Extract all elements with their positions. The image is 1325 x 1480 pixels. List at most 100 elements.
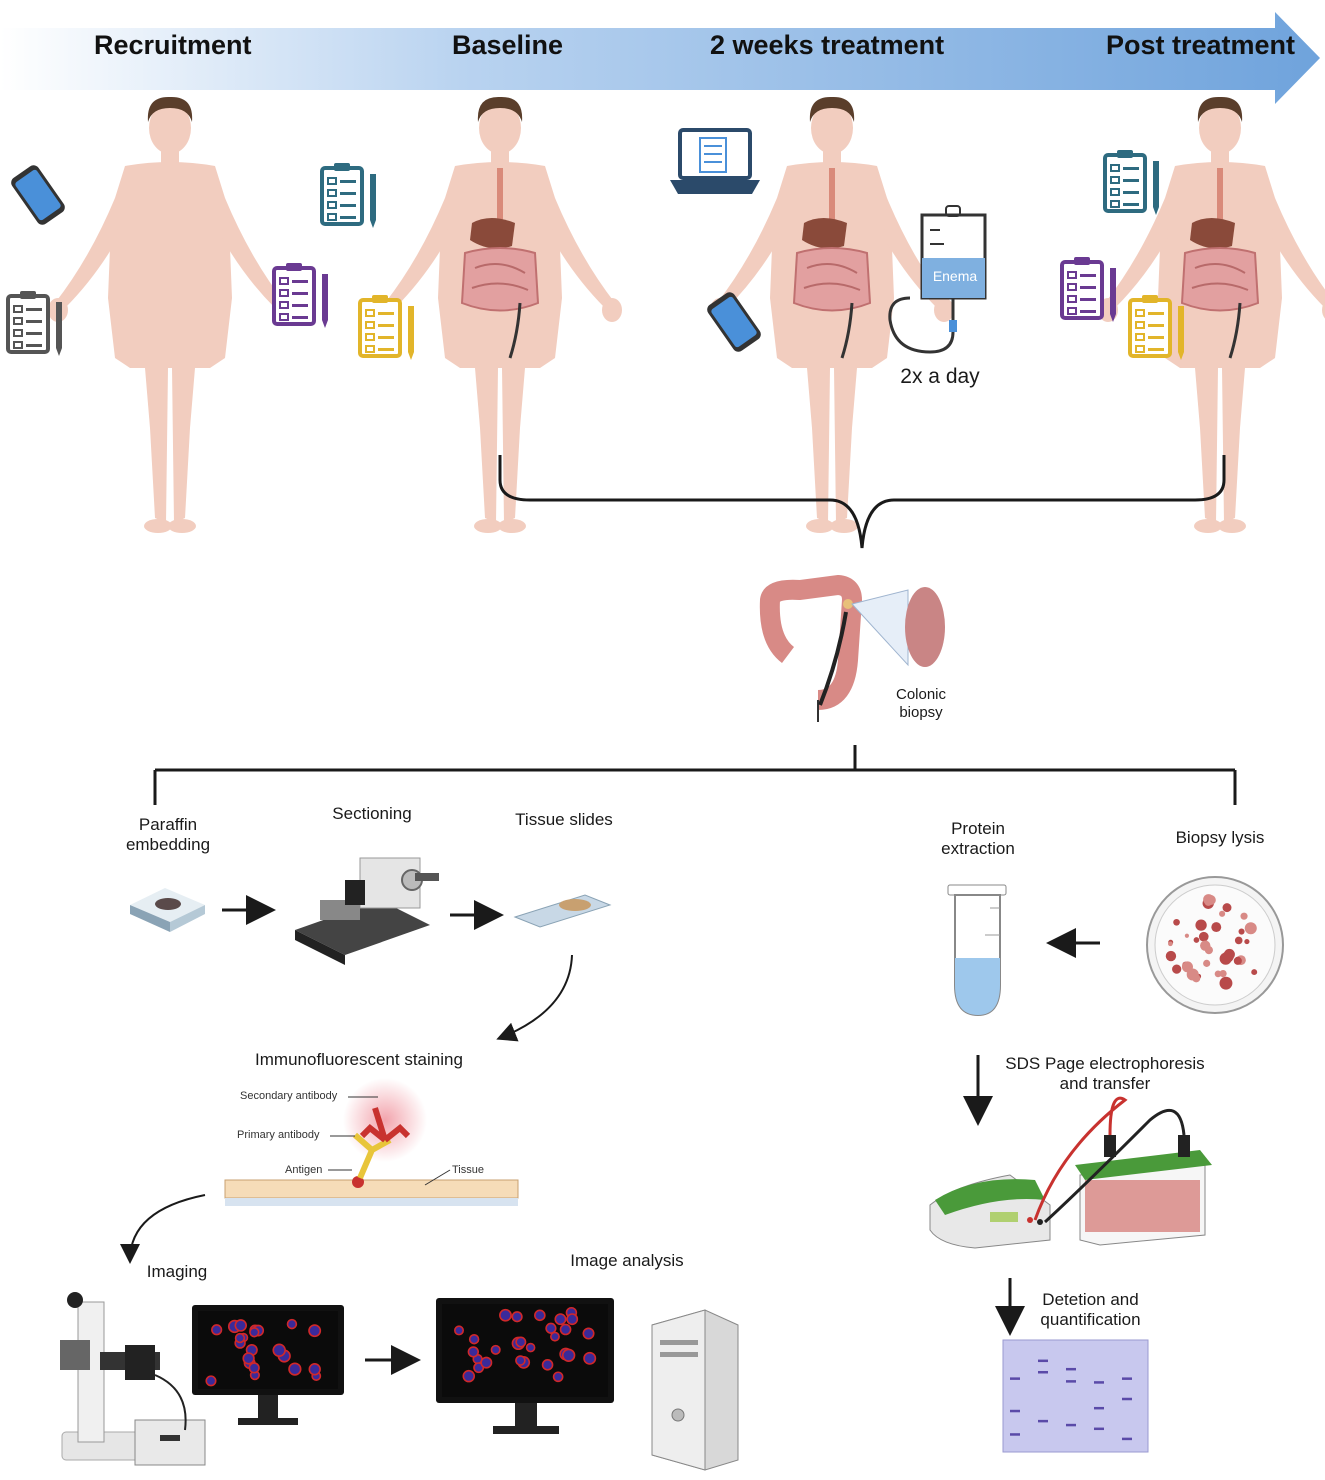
cell <box>453 1325 465 1336</box>
cell <box>550 1331 560 1342</box>
cell <box>308 1324 322 1338</box>
tissue-clump <box>1195 919 1207 931</box>
sectioning-label: Sectioning <box>332 804 412 823</box>
stage-post-treatment: Post treatment <box>1106 30 1296 60</box>
electrophoresis-icon <box>929 1096 1212 1249</box>
tissue-clump <box>1222 903 1232 913</box>
gel-band <box>1094 1427 1104 1431</box>
questionnaire-icon <box>320 161 378 230</box>
colonic-biopsy-label: Colonic biopsy <box>895 686 947 721</box>
cell <box>545 1322 557 1334</box>
paraffin-block-icon <box>130 888 205 932</box>
cell <box>511 1311 523 1323</box>
computer-tower-icon <box>651 1309 739 1471</box>
tissue-clump <box>1211 922 1222 933</box>
cell <box>499 1308 512 1322</box>
cell <box>211 1324 223 1336</box>
tissue-clump <box>1233 956 1242 965</box>
questionnaire-icon <box>358 293 416 362</box>
enema-bag-label: Enema <box>932 268 978 284</box>
cell <box>480 1356 493 1369</box>
tissue-clump <box>1214 970 1222 978</box>
tissue-clump <box>1251 969 1258 976</box>
antigen-label: Antigen <box>285 1164 323 1176</box>
cell <box>559 1323 572 1336</box>
cell <box>248 1362 260 1374</box>
tissue-clump <box>1244 922 1257 935</box>
laptop-icon <box>670 128 760 194</box>
gel-band <box>1010 1409 1020 1413</box>
human-recruitment <box>48 96 292 534</box>
tissue-clump <box>1240 912 1248 920</box>
gel-band <box>1066 1423 1076 1427</box>
timepoint-brace <box>498 455 1226 549</box>
tissue-clump <box>1198 931 1209 942</box>
tissue-clump <box>1172 964 1182 974</box>
fluorescent-cells <box>205 1306 597 1387</box>
gel-band <box>1010 1377 1020 1380</box>
tissue-clump <box>1219 910 1226 917</box>
stage-2-weeks-treatment: 2 weeks treatment <box>710 30 945 60</box>
cell <box>272 1343 286 1358</box>
gel-band <box>1038 1359 1048 1363</box>
cell <box>288 1362 302 1376</box>
tissue-clump <box>1193 937 1200 943</box>
tissue-clump <box>1219 976 1233 990</box>
image-analysis-label: Image analysis <box>570 1251 684 1270</box>
enema-frequency: 2x a day <box>900 365 980 388</box>
cell <box>552 1371 564 1383</box>
western-blot-gel-icon <box>1002 1339 1149 1453</box>
cell <box>582 1327 595 1340</box>
gel-band <box>1122 1397 1132 1401</box>
stage-baseline: Baseline <box>452 30 564 60</box>
cell <box>205 1375 217 1387</box>
gel-band <box>1066 1367 1076 1371</box>
cell <box>541 1358 554 1371</box>
cell <box>249 1327 260 1338</box>
gel-band <box>1094 1381 1104 1384</box>
enema-bag-icon <box>888 205 987 354</box>
tissue-slide-icon <box>513 894 612 928</box>
colon-icon <box>759 574 945 722</box>
cell <box>534 1309 546 1322</box>
gel-band <box>1038 1419 1048 1423</box>
tissue-clump <box>1184 933 1190 938</box>
monitor-image-raw <box>192 1305 344 1425</box>
phone-icon <box>8 162 68 228</box>
sds-page-label: SDS Page electrophoresis and transfer <box>1005 1054 1205 1093</box>
gel-band <box>1094 1406 1104 1410</box>
cell <box>234 1332 246 1344</box>
cell <box>554 1313 567 1326</box>
biopsy-lysis-label: Biopsy lysis <box>1175 828 1265 847</box>
cell <box>583 1351 597 1365</box>
protein-tube-icon <box>947 884 1007 1017</box>
primary-antibody-label: Primary antibody <box>237 1129 320 1141</box>
immunofluorescent-staining-label: Immunofluorescent staining <box>255 1050 463 1069</box>
cell <box>308 1363 321 1376</box>
stage-recruitment: Recruitment <box>94 30 252 60</box>
tissue-label: Tissue <box>452 1164 484 1176</box>
gel-band <box>1038 1370 1048 1374</box>
tissue-clump <box>1200 940 1211 951</box>
microtome-icon <box>295 857 439 965</box>
cell <box>566 1313 579 1326</box>
cell <box>490 1344 501 1355</box>
antibody-diagram <box>224 1078 519 1206</box>
cell <box>467 1346 479 1358</box>
petri-dish-icon <box>1146 876 1284 1014</box>
tissue-clump <box>1222 950 1234 963</box>
protein-extraction-label: Protein extraction <box>941 819 1015 858</box>
imaging-label: Imaging <box>146 1262 208 1281</box>
tissue-clump <box>1203 894 1214 905</box>
gel-band <box>1010 1433 1020 1436</box>
gel-band <box>1122 1437 1132 1441</box>
tissue-clump <box>1186 968 1199 981</box>
cell <box>234 1319 248 1332</box>
secondary-antibody-label: Secondary antibody <box>240 1090 338 1102</box>
tissue-clump <box>1165 950 1177 962</box>
tissue-clump <box>1234 936 1243 945</box>
tissue-clump <box>1244 938 1250 945</box>
phone-icon <box>704 289 764 355</box>
cell <box>561 1348 576 1362</box>
